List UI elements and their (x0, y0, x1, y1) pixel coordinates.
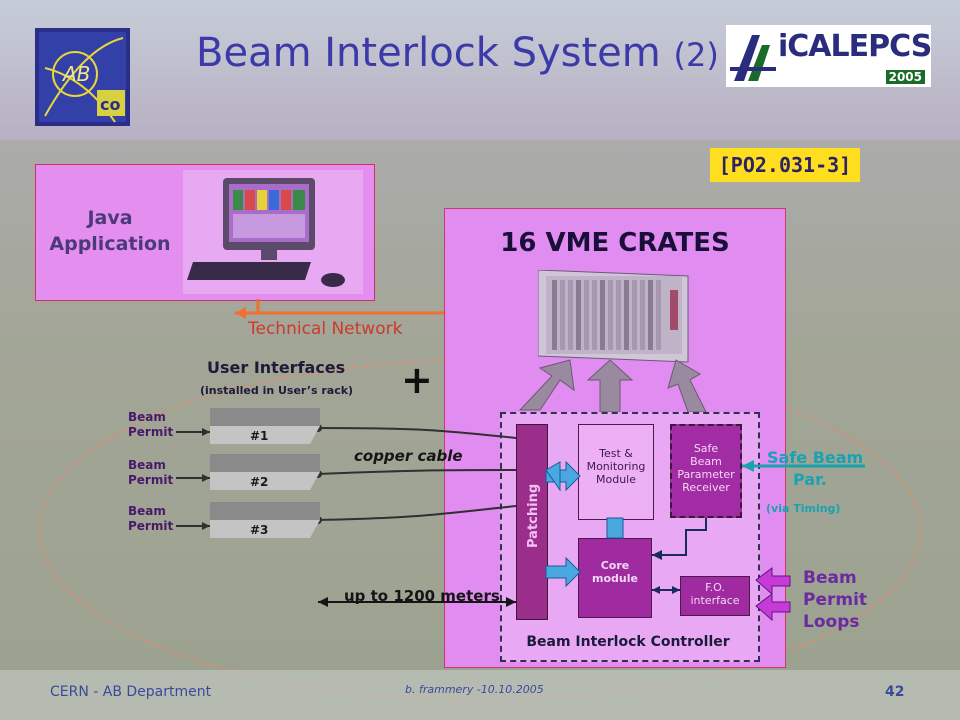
safe-beam-parameter-receiver: Safe Beam Parameter Receiver (670, 424, 742, 518)
loops-line3: Loops (803, 612, 860, 632)
icalepcs-year: 2005 (885, 70, 925, 84)
receiver-line1: Safe (693, 442, 719, 455)
via-timing-label: (via Timing) (766, 502, 841, 515)
crate-slot (656, 280, 661, 350)
crate-slot (608, 280, 613, 350)
page-number: 42 (885, 684, 905, 700)
crate-slot (552, 280, 557, 350)
computer-workstation-image (183, 170, 363, 294)
safe-beam-line2: Par. (793, 470, 827, 489)
controller-title: Beam Interlock Controller (526, 634, 730, 650)
page-title: Beam Interlock System (2) (196, 30, 719, 76)
fo-line1: F.O. (705, 581, 725, 594)
crate-slot (648, 280, 653, 350)
ab-co-logo: AB co (35, 28, 130, 126)
footer-department: CERN - AB Department (50, 684, 212, 700)
cable-distance-label: up to 1200 meters (344, 587, 500, 605)
crate-slot (584, 280, 589, 350)
patching-text: Patching (526, 484, 541, 548)
receiver-line3: Parameter (677, 468, 735, 481)
footer-author-date: b. frammery -10.10.2005 (405, 683, 544, 696)
ui-box-3: #3 (176, 502, 320, 538)
user-interface-boxes: #1 #2 #3 (176, 408, 320, 538)
safe-beam-line1: Safe Beam (767, 448, 864, 467)
permit-1-line2: Permit (128, 425, 174, 439)
java-label-line1: Java (87, 207, 133, 229)
technical-network-label: Technical Network (248, 319, 402, 339)
crate-slot (624, 280, 629, 350)
core-module: Core module (578, 538, 652, 618)
copper-cable-label: copper cable (354, 447, 463, 465)
crate-slot (576, 280, 581, 350)
java-app-label: Java Application (40, 205, 180, 257)
permit-3-line2: Permit (128, 519, 174, 533)
loops-line1: Beam (803, 568, 857, 588)
crate-slot (632, 280, 637, 350)
beam-permit-label-3: Beam Permit (128, 504, 173, 534)
fo-line2: interface (690, 594, 740, 607)
crate-slot (640, 280, 645, 350)
beam-permit-label-1: Beam Permit (128, 410, 173, 440)
tech-net-part1: Technical (248, 319, 327, 339)
receiver-line2: Beam (690, 455, 722, 468)
crate-slots (552, 280, 661, 350)
ui-box-3-id: #3 (250, 523, 268, 537)
patching-bar (516, 424, 548, 620)
core-line1: Core (600, 559, 630, 572)
ui-box-1-id: #1 (250, 429, 268, 443)
permit-2-line2: Permit (128, 473, 174, 487)
ui-box-1: #1 (176, 408, 320, 444)
title-main: Beam Interlock System (196, 30, 661, 76)
beam-permit-label-2: Beam Permit (128, 458, 173, 488)
reference-badge: [PO2.031-3] (710, 148, 860, 182)
crate-slot (560, 280, 565, 350)
logo-co-text: co (100, 95, 120, 114)
icalepcs-text: iCALEPCS (778, 29, 932, 64)
beam-permit-loops-label: Beam Permit Loops (803, 567, 867, 633)
java-label-line2: Application (49, 233, 171, 255)
icalepcs-logo: iCALEPCS 2005 (726, 25, 932, 87)
permit-2-line1: Beam (128, 458, 166, 472)
patching-label: Patching (526, 484, 541, 548)
safe-beam-par-label: Safe Beam Par. (767, 447, 863, 491)
plus-sign: + (401, 358, 433, 402)
icalepcs-emblem-icon (730, 35, 776, 81)
test-module-face: Test & Monitoring Module (579, 425, 653, 519)
title-sub: (2) (673, 36, 719, 74)
permit-3-line1: Beam (128, 504, 166, 518)
logo-ab-text: AB (61, 62, 90, 86)
receiver-line4: Receiver (682, 481, 730, 494)
ui-box-2-id: #2 (250, 475, 268, 489)
test-module-line2: Monitoring (586, 460, 646, 473)
crate-slot (616, 280, 621, 350)
loops-line2: Permit (803, 590, 868, 610)
user-interfaces-subtitle: (installed in User’s rack) (200, 384, 354, 397)
vme-crate-image (538, 270, 689, 363)
vme-crates-title: 16 VME CRATES (500, 228, 730, 258)
fo-interface: F.O. interface (680, 576, 750, 616)
test-module-line3: Module (596, 473, 636, 486)
core-line2: module (592, 572, 638, 585)
ui-box-2: #2 (176, 454, 320, 490)
crate-slot (592, 280, 597, 350)
permit-1-line1: Beam (128, 410, 166, 424)
crate-slot (600, 280, 605, 350)
crate-slot (568, 280, 573, 350)
user-interfaces-title: User Interfaces (207, 358, 346, 377)
tech-net-part2: Network (331, 319, 403, 339)
test-module-line1: Test & (599, 447, 633, 460)
